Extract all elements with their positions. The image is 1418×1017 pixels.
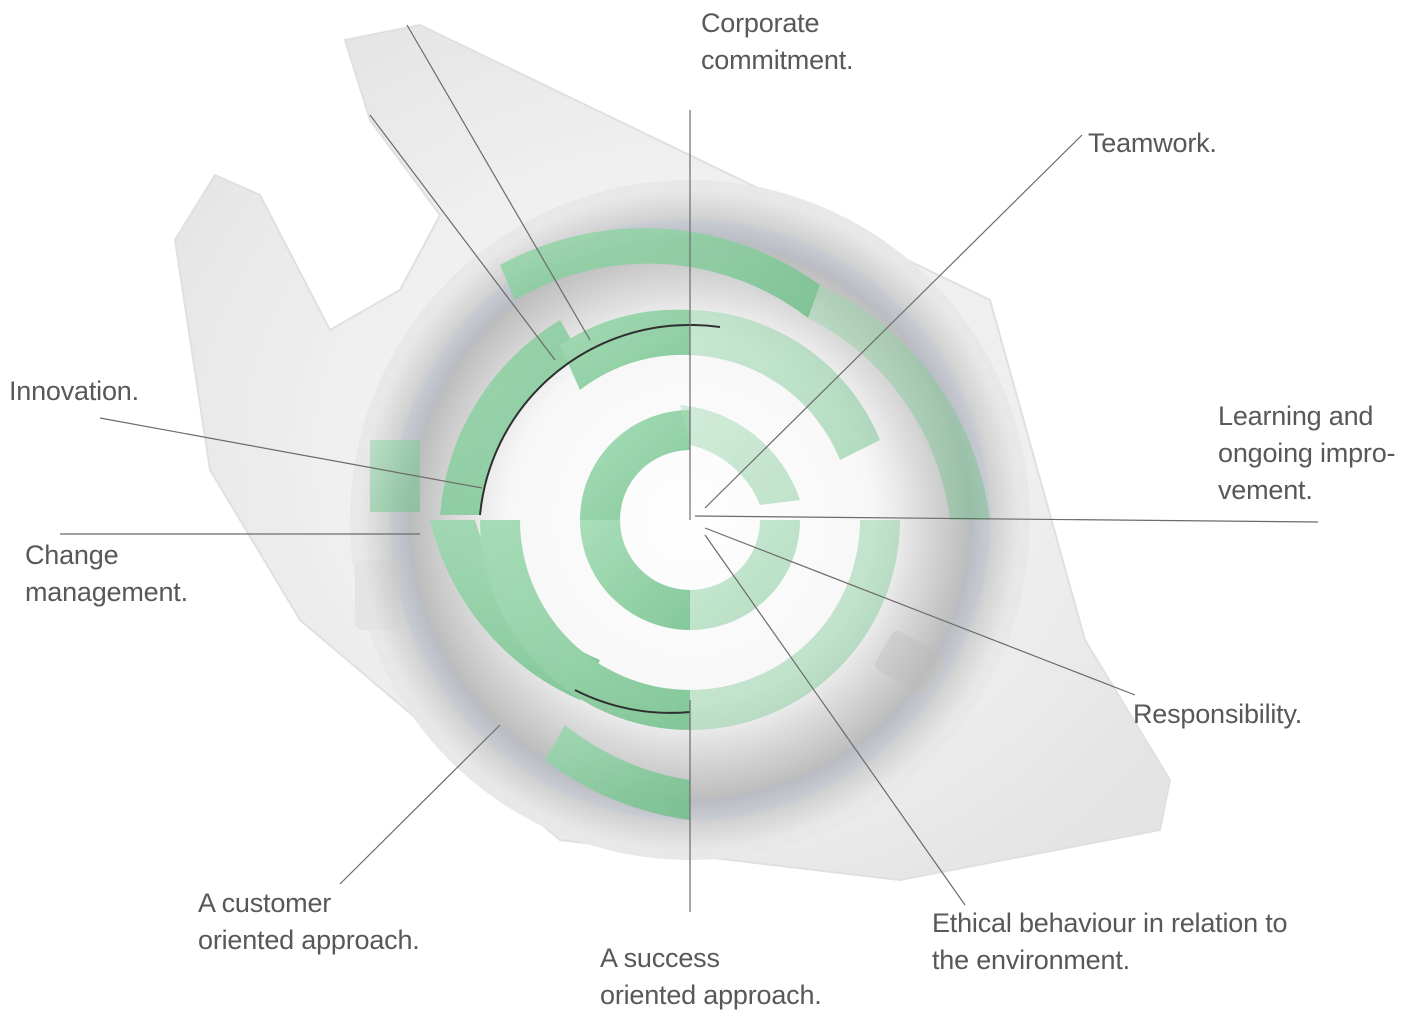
ring-segment <box>545 725 690 820</box>
label-line: Innovation. <box>9 376 139 406</box>
label-line: Teamwork. <box>1088 128 1217 158</box>
label-line: Change <box>25 540 119 570</box>
label-corporate-commitment: Corporate commitment. <box>701 5 854 79</box>
label-line: A success <box>600 943 720 973</box>
ring-segment <box>690 520 800 630</box>
label-line: oriented approach. <box>198 925 420 955</box>
label-teamwork: Teamwork. <box>1088 125 1217 162</box>
leader-line-teamwork <box>704 134 1083 509</box>
label-line: Learning and <box>1218 401 1374 431</box>
label-line: ongoing impro- <box>1218 438 1396 468</box>
label-ethical: Ethical behaviour in relation to the env… <box>932 905 1288 979</box>
ring-segment <box>580 520 690 630</box>
ring-segment <box>370 440 420 512</box>
label-responsibility: Responsibility. <box>1133 696 1302 733</box>
label-line: Ethical behaviour in relation to <box>932 908 1288 938</box>
label-line: vement. <box>1218 475 1313 505</box>
label-line: oriented approach. <box>600 980 822 1010</box>
leader-lines <box>60 24 1319 912</box>
ring-segment <box>480 520 690 730</box>
label-line: commitment. <box>701 45 854 75</box>
label-line: Corporate <box>701 8 820 38</box>
label-line: management. <box>25 577 188 607</box>
ring-segment <box>808 285 990 520</box>
label-innovation: Innovation. <box>9 373 139 410</box>
ring-segment <box>580 410 690 520</box>
leader-line-top-left <box>406 24 591 341</box>
label-learning: Learning and ongoing impro- vement. <box>1218 398 1396 509</box>
leader-line-top-left-2 <box>369 114 556 361</box>
leader-line-responsibility <box>704 527 1136 696</box>
leader-line-customer <box>339 724 501 885</box>
accent-arc <box>479 323 691 516</box>
ring-segment <box>690 520 900 730</box>
ring-segment <box>560 309 690 390</box>
ring-segment <box>500 228 820 318</box>
label-line: the environment. <box>932 945 1130 975</box>
leader-line-ethical <box>704 534 966 906</box>
label-change-management: Change management. <box>25 537 188 611</box>
label-success: A success oriented approach. <box>600 940 822 1014</box>
ring-segment <box>680 405 800 505</box>
leader-line-innovation <box>99 417 483 489</box>
accent-arc <box>574 689 691 714</box>
ring-segment <box>440 320 580 515</box>
green-rings <box>370 228 990 820</box>
label-customer: A customer oriented approach. <box>198 885 420 959</box>
label-line: Responsibility. <box>1133 699 1303 729</box>
leader-line-learning <box>694 515 1319 523</box>
ring-segment <box>690 310 880 460</box>
label-line: A customer <box>198 888 332 918</box>
